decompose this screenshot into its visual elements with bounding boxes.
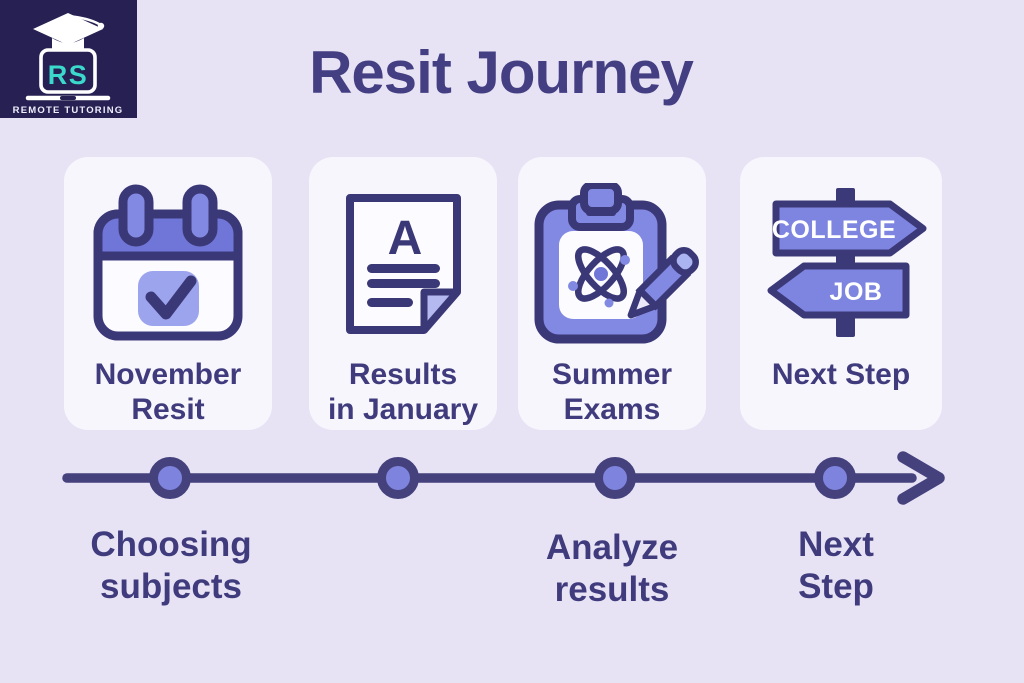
logo-name: REMOTE TUTORING — [13, 105, 124, 116]
card-november-resit: November Resit — [64, 157, 272, 430]
atom-symbol — [568, 246, 630, 308]
calendar-check-icon — [93, 175, 243, 353]
card-next-step: COLLEGE JOB Next Step — [740, 157, 942, 430]
graded-paper-icon: A — [336, 175, 471, 353]
timeline-node-3 — [594, 457, 636, 499]
job-sign: JOB — [767, 262, 909, 319]
job-sign-label: JOB — [829, 278, 882, 306]
clipboard-atom-pencil-icon — [521, 175, 703, 353]
card-summer-exams: Summer Exams — [518, 157, 706, 430]
milestone-label-choosing-subjects: Choosing subjects — [90, 525, 252, 606]
brand-logo-graphic: RS REMOTE TUTORING — [13, 13, 124, 116]
card-results-january: A Results in January — [309, 157, 497, 430]
brand-logo: RS REMOTE TUTORING — [0, 0, 137, 118]
card-label: Summer Exams — [551, 358, 673, 427]
grade-letter: A — [387, 212, 422, 265]
arrowhead-icon — [897, 451, 945, 505]
milestone-label-analyze-results: Analyze results — [545, 528, 679, 609]
card-label: Next Step — [771, 358, 911, 391]
pencil-icon — [627, 247, 699, 319]
milestone-label-next-step: Next Step — [798, 525, 874, 606]
timeline-node-4 — [814, 457, 856, 499]
timeline-arrow — [62, 451, 945, 505]
card-label: Results in January — [327, 358, 479, 427]
college-sign-label: COLLEGE — [771, 216, 895, 244]
card-label: November Resit — [94, 358, 242, 427]
college-sign: COLLEGE — [771, 200, 926, 257]
timeline-node-1 — [149, 457, 191, 499]
signpost-college-job-icon: COLLEGE JOB — [744, 175, 939, 353]
laptop-icon: RS — [25, 48, 111, 101]
timeline-node-2 — [377, 457, 419, 499]
logo-initials: RS — [48, 60, 89, 90]
page-title: Resit Journey — [309, 39, 694, 106]
